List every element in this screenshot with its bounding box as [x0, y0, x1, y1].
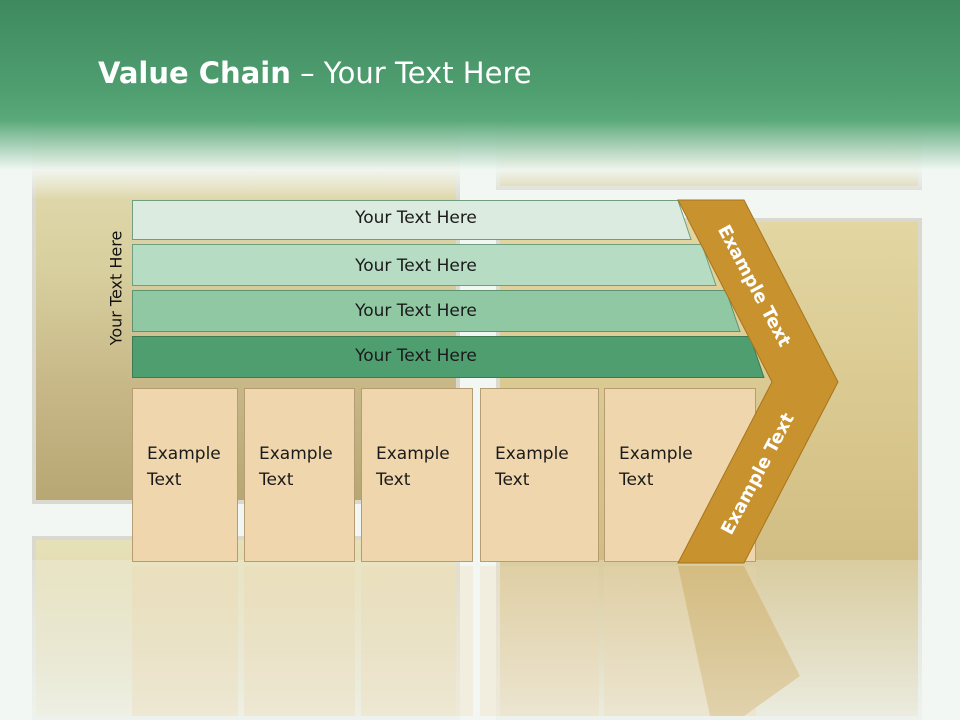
bar-4-shape — [132, 336, 765, 378]
box-2: Example Text — [244, 388, 355, 562]
title-bold: Value Chain — [98, 56, 291, 90]
box-1-line2: Text — [147, 470, 182, 490]
box-4-line1: Example — [495, 444, 569, 464]
slide-title: Value Chain – Your Text Here — [98, 56, 532, 90]
bar-1-label: Your Text Here — [355, 208, 477, 228]
bar-4-label: Your Text Here — [355, 346, 477, 366]
header-band — [0, 0, 960, 200]
box-4-line2: Text — [495, 470, 530, 490]
bar-2-label: Your Text Here — [355, 256, 477, 276]
box-3-line2: Text — [376, 470, 411, 490]
box-3: Example Text — [361, 388, 473, 562]
background-fade — [0, 560, 960, 720]
bar-2-shape — [132, 244, 717, 286]
box-1: Example Text — [132, 388, 238, 562]
box-5-line1: Example — [619, 444, 693, 464]
box-5-line2: Text — [619, 470, 654, 490]
box-2-line2: Text — [259, 470, 294, 490]
box-3-line1: Example — [376, 444, 450, 464]
bar-3-label: Your Text Here — [355, 301, 477, 321]
box-2-line1: Example — [259, 444, 333, 464]
box-1-line1: Example — [147, 444, 221, 464]
box-4: Example Text — [480, 388, 599, 562]
bar-1-shape — [132, 200, 692, 240]
title-rest: – Your Text Here — [290, 56, 532, 90]
bar-3-shape — [132, 290, 741, 332]
